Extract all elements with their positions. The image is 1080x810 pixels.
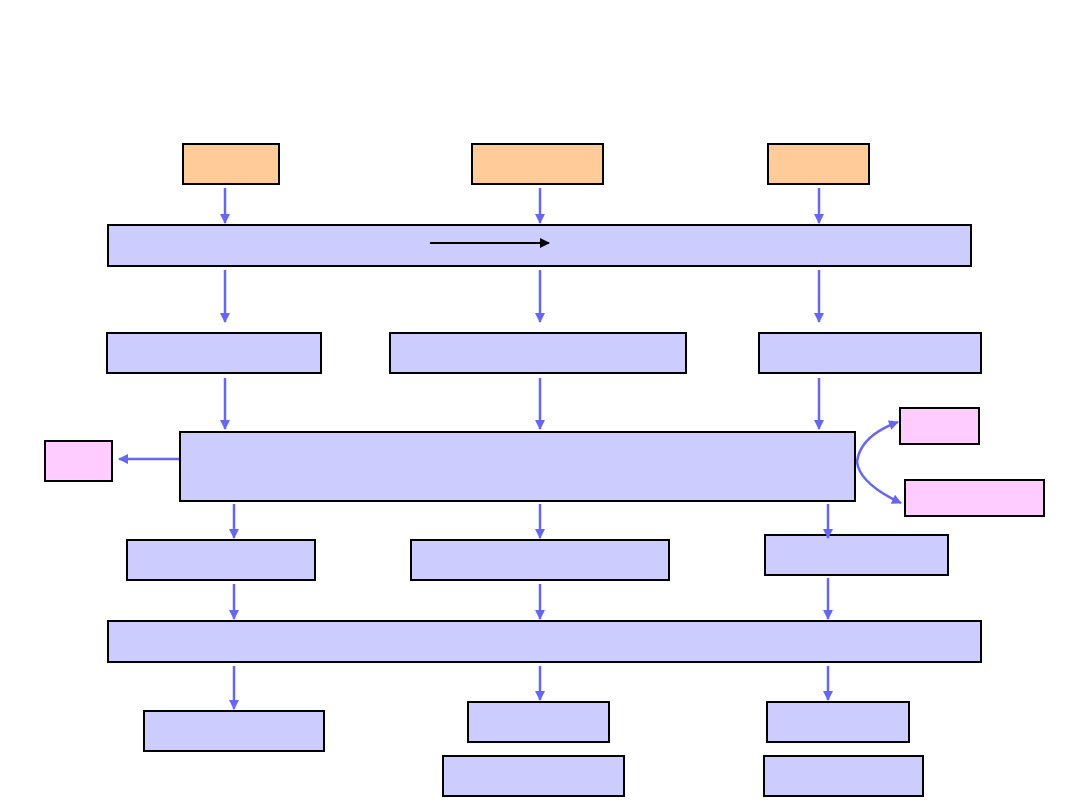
output-box-center-bottom — [442, 755, 625, 797]
process-box-row4-right — [764, 534, 949, 576]
side-box-right-bottom — [904, 479, 1045, 517]
side-box-right-top — [899, 407, 980, 445]
source-box-center — [471, 143, 604, 185]
arrow-band-middle-to-side-right-top — [855, 420, 899, 463]
side-box-left — [44, 440, 113, 482]
process-band-middle — [179, 431, 856, 502]
arrow-band-middle-to-side-right-bottom — [855, 461, 902, 505]
process-box-row2-center — [389, 332, 687, 374]
process-band-bottom — [107, 620, 982, 663]
output-box-left — [143, 710, 325, 752]
output-box-right-bottom — [763, 755, 924, 797]
process-box-row4-left — [126, 539, 316, 581]
output-box-right-top — [766, 701, 910, 743]
process-box-row2-right — [758, 332, 982, 374]
source-box-left — [182, 143, 280, 185]
process-box-row2-left — [106, 332, 322, 374]
process-box-row4-center — [410, 539, 670, 581]
source-box-right — [767, 143, 870, 185]
process-band-top — [107, 224, 972, 267]
output-box-center-top — [467, 701, 610, 743]
